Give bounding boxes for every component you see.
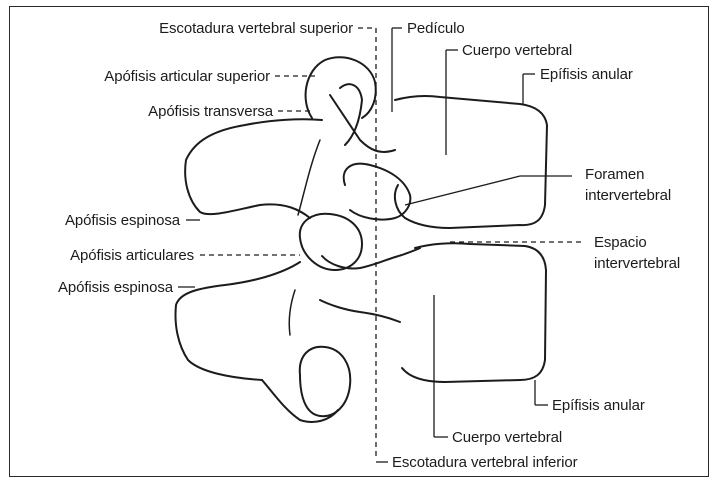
lower-articular-processes (300, 214, 362, 270)
label-epifisis-anular-top: Epífisis anular (540, 66, 633, 83)
label-escotadura-vertebral-superior: Escotadura vertebral superior (159, 20, 353, 37)
lower-spinous-process (300, 347, 350, 416)
label-foramen: Foramen (585, 166, 644, 183)
upper-vertebral-body (395, 96, 547, 228)
label-apofisis-espinosa-bottom: Apófisis espinosa (58, 279, 173, 296)
label-apofisis-transversa: Apófisis transversa (148, 103, 273, 120)
label-espacio: Espacio (594, 234, 647, 251)
label-epifisis-anular-bottom: Epífisis anular (552, 397, 645, 414)
label-pediculo: Pedículo (407, 20, 465, 37)
label-escotadura-vertebral-inferior: Escotadura vertebral inferior (392, 454, 578, 471)
label-cuerpo-vertebral-top: Cuerpo vertebral (462, 42, 572, 59)
label-apofisis-espinosa-top: Apófisis espinosa (65, 212, 180, 229)
lower-vertebral-body (402, 243, 546, 382)
label-foramen-line2: intervertebral (585, 187, 671, 204)
label-apofisis-articular-superior: Apófisis articular superior (104, 68, 270, 85)
lower-posterior-arch (176, 262, 301, 380)
label-apofisis-articulares: Apófisis articulares (70, 247, 194, 264)
label-cuerpo-vertebral-bottom: Cuerpo vertebral (452, 429, 562, 446)
label-espacio-line2: intervertebral (594, 255, 680, 272)
upper-inferior-articular (344, 164, 411, 220)
